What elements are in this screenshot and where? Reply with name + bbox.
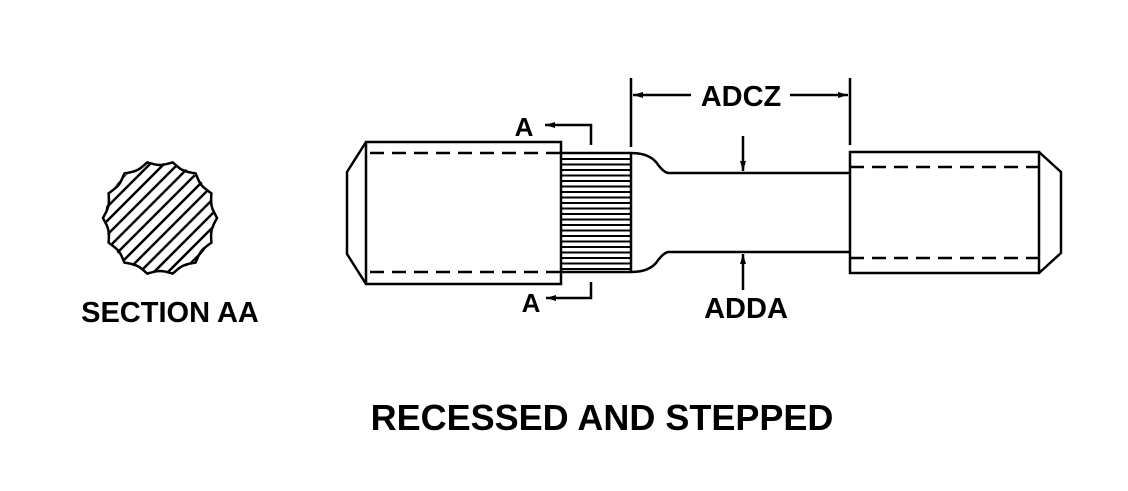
right-chamfer <box>1038 151 1063 274</box>
neck-bottom-edge <box>630 250 850 274</box>
neck-top-edge <box>630 151 850 175</box>
section-cut-marker-bottom <box>546 282 593 301</box>
section-hatching <box>105 163 215 273</box>
adcz-dimension-label: ADCZ <box>701 81 782 113</box>
hatch-line <box>197 163 215 273</box>
hatch-line <box>105 163 177 273</box>
section-marker-bottom-label: A <box>522 288 541 318</box>
serrated-outline <box>101 161 219 275</box>
hatch-line <box>127 163 215 273</box>
adda-dimension-label: ADDA <box>704 293 788 325</box>
recessed-neck <box>630 151 850 274</box>
left-threaded-end <box>345 140 563 286</box>
section-marker-top-label: A <box>515 112 534 142</box>
section-aa-label: SECTION AA <box>81 297 259 329</box>
hatch-line <box>105 163 191 273</box>
left-chamfer <box>345 141 368 285</box>
right-body <box>848 150 1041 275</box>
left-body <box>364 140 563 286</box>
adcz-dimension <box>629 78 852 147</box>
right-threaded-end <box>848 150 1063 275</box>
section-cut-marker-top <box>545 122 593 145</box>
section-aa-view <box>101 161 219 275</box>
hatch-line <box>141 163 215 273</box>
knurled-section <box>561 151 633 274</box>
diagram-title: RECESSED AND STEPPED <box>371 397 834 438</box>
